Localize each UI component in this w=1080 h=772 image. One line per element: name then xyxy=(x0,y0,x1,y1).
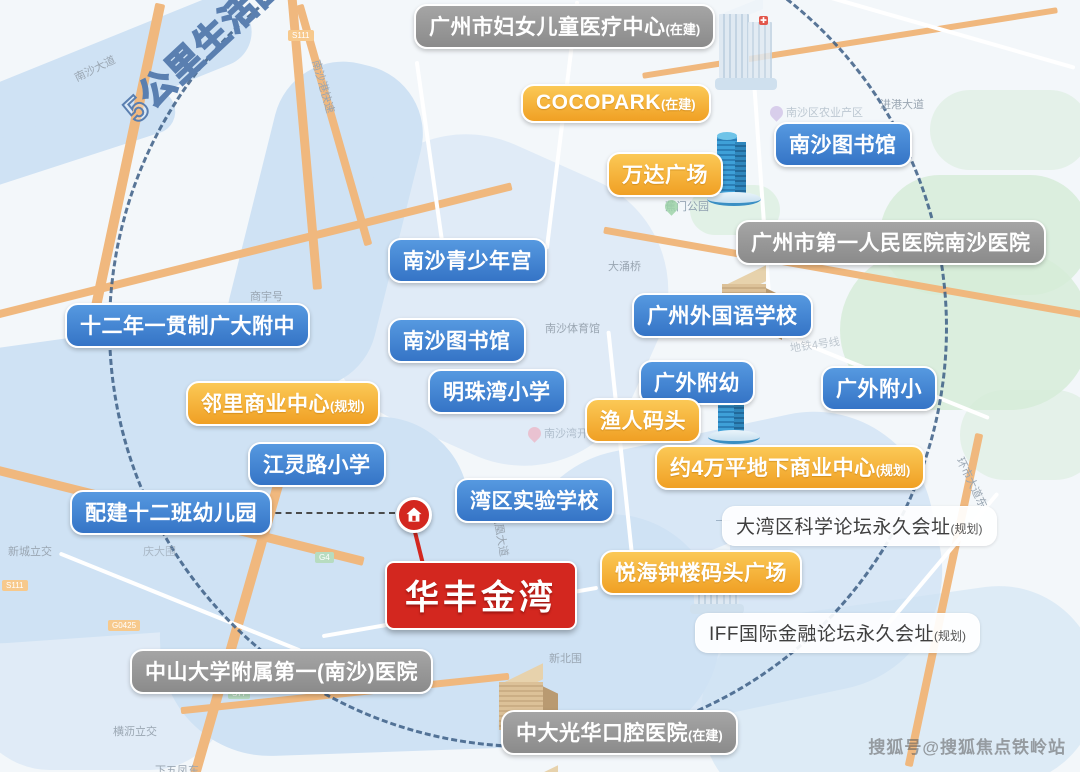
label-main-text: 广州市第一人民医院南沙医院 xyxy=(751,232,1031,255)
label-main-text: 邻里商业中心 xyxy=(201,393,330,416)
label-yuehai-clocktower-wharf-plaza[interactable]: 悦海钟楼码头广场 xyxy=(600,550,802,595)
label-main-text: 广州外国语学校 xyxy=(647,305,798,328)
place-label-nansha-gym: 南沙体育馆 xyxy=(545,323,600,335)
label-main-text: 万达广场 xyxy=(622,164,708,187)
label-main-text: 湾区实验学校 xyxy=(470,490,599,513)
road-badge-1: S111 xyxy=(288,30,314,41)
label-project-huafeng-jinwan[interactable]: 华丰金湾 xyxy=(385,561,577,630)
road-badge-4: S111 xyxy=(2,580,28,591)
label-twelve-year-gdut-affiliated[interactable]: 十二年一贯制广大附中 xyxy=(65,303,310,348)
label-main-text: 配建十二班幼儿园 xyxy=(85,502,257,525)
label-sub-text: (在建) xyxy=(665,22,701,37)
label-sub-text: (规划) xyxy=(950,522,983,536)
label-main-text: 明珠湾小学 xyxy=(443,381,551,404)
place-label-qingdawei-2: 庆大围 xyxy=(143,546,176,558)
label-main-text: 中山大学附属第一(南沙)医院 xyxy=(145,661,418,684)
road-badge-3: G0425 xyxy=(108,620,141,631)
label-main-text: 广外附幼 xyxy=(654,372,740,395)
building-icon-women-children-hospital: ✚ xyxy=(715,0,783,98)
label-cocopark[interactable]: COCOPARK (在建) xyxy=(521,84,711,123)
label-gw-affiliated-primary[interactable]: 广外附小 xyxy=(821,366,937,411)
label-main-text: 中大光华口腔医院 xyxy=(516,722,688,745)
home-icon xyxy=(406,507,422,522)
project-pin[interactable] xyxy=(396,497,432,533)
label-nansha-youth-palace[interactable]: 南沙青少年宫 xyxy=(388,238,547,283)
place-label-xinbeiwei: 新北围 xyxy=(549,653,582,665)
label-nansha-library-north[interactable]: 南沙图书馆 xyxy=(774,122,912,167)
label-guangzhou-women-children-hospital[interactable]: 广州市妇女儿童医疗中心 (在建) xyxy=(414,4,716,49)
label-main-text: IFF国际金融论坛永久会址 xyxy=(709,624,934,645)
building-pin-icon xyxy=(525,423,544,443)
label-main-text: 南沙图书馆 xyxy=(403,330,511,353)
label-mingzhuwan-primary-school[interactable]: 明珠湾小学 xyxy=(428,369,566,414)
label-wanda-plaza[interactable]: 万达广场 xyxy=(607,152,723,197)
label-main-text: 十二年一贯制广大附中 xyxy=(80,315,295,338)
label-guangzhou-foreign-language-school[interactable]: 广州外国语学校 xyxy=(632,293,813,338)
label-sub-text: (在建) xyxy=(660,97,696,112)
label-sun-yat-sen-first-affiliated-hospital[interactable]: 中山大学附属第一(南沙)医院 xyxy=(130,649,433,694)
label-sub-text: (规划) xyxy=(934,629,966,643)
label-main-text: 约4万平地下商业中心 xyxy=(670,457,876,480)
road-label-jingang-avenue: 进港大道 xyxy=(880,99,924,111)
label-main-text: COCOPARK xyxy=(536,91,661,114)
shop-pin-icon xyxy=(767,102,786,122)
label-nansha-library[interactable]: 南沙图书馆 xyxy=(388,318,526,363)
watermark: 搜狐号@搜狐焦点铁岭站 xyxy=(868,738,1066,757)
label-sub-text: (规划) xyxy=(875,463,911,478)
label-main-text: 悦海钟楼码头广场 xyxy=(615,562,787,585)
label-guangzhou-first-people-hospital-nansha[interactable]: 广州市第一人民医院南沙医院 xyxy=(736,220,1046,265)
label-twelve-class-kindergarten[interactable]: 配建十二班幼儿园 xyxy=(70,490,272,535)
poi-nansha-agri-district: 南沙区农业产区 xyxy=(767,102,863,122)
road-label-xiawufeng-east: 下五凤东 xyxy=(155,765,199,772)
road-label-dayongqiao: 大涌桥 xyxy=(608,261,641,273)
label-main-text: 南沙图书馆 xyxy=(789,134,897,157)
road-label-xincheng-interchange: 新城立交 xyxy=(8,546,52,558)
road-label-hengli-interchange: 横沥立交 xyxy=(113,726,157,738)
poi-jiaomen-park: 蕉门公园 xyxy=(662,196,709,216)
label-bay-area-experimental-school[interactable]: 湾区实验学校 xyxy=(455,478,614,523)
label-sub-text: (规划) xyxy=(330,399,365,414)
project-name-text: 华丰金湾 xyxy=(405,579,557,617)
label-greater-bay-science-forum[interactable]: 大湾区科学论坛永久会址 (规划) xyxy=(722,506,997,546)
place-label-shangzihao: 商宇号 xyxy=(250,291,283,303)
label-main-text: 南沙青少年宫 xyxy=(403,250,532,273)
label-main-text: 广州市妇女儿童医疗中心 xyxy=(429,16,666,39)
road-badge-5: G4 xyxy=(315,552,334,563)
label-iff-international-finance-forum[interactable]: IFF国际金融论坛永久会址 (规划) xyxy=(695,613,980,653)
label-zhongda-guanghua-dental-hospital[interactable]: 中大光华口腔医院 (在建) xyxy=(501,710,738,755)
label-sub-text: (在建) xyxy=(688,728,723,743)
label-main-text: 广外附小 xyxy=(836,378,922,401)
label-fishermans-wharf[interactable]: 渔人码头 xyxy=(585,398,701,443)
leader-line-kindergarten xyxy=(265,512,395,514)
label-underground-commercial-center[interactable]: 约4万平地下商业中心 (规划) xyxy=(655,445,926,490)
label-neighborhood-commercial-center[interactable]: 邻里商业中心 (规划) xyxy=(186,381,380,426)
label-main-text: 大湾区科学论坛永久会址 xyxy=(736,517,951,538)
label-main-text: 渔人码头 xyxy=(600,410,686,433)
label-jianglinglu-primary-school[interactable]: 江灵路小学 xyxy=(248,442,386,487)
label-main-text: 江灵路小学 xyxy=(263,454,371,477)
